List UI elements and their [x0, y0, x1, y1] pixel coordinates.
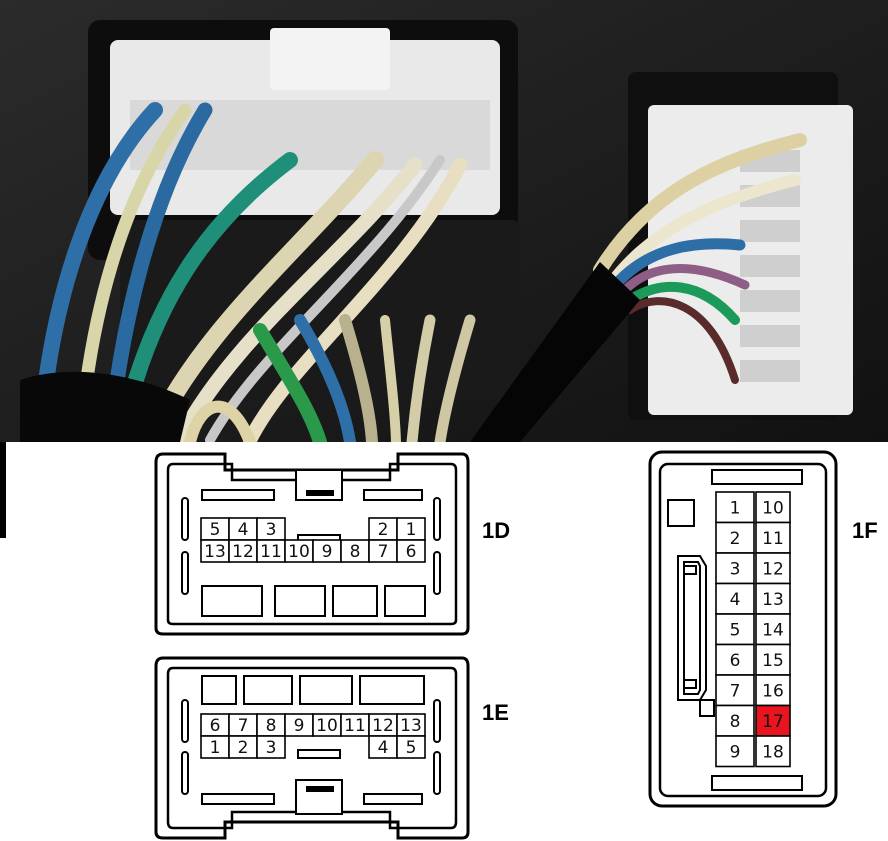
- pin-number: 6: [210, 716, 221, 736]
- pin-number: 13: [762, 590, 784, 610]
- pin-number: 2: [238, 738, 249, 758]
- connector-1f-label: 1F: [852, 518, 878, 543]
- pin-cell: [715, 613, 755, 646]
- pin-number: 12: [232, 542, 254, 562]
- pin-number: 8: [350, 542, 361, 562]
- pin-number: 5: [210, 520, 221, 540]
- pin-number: 9: [322, 542, 333, 562]
- pin-number: 13: [204, 542, 226, 562]
- pin-number: 4: [238, 520, 249, 540]
- pin-number: 7: [378, 542, 389, 562]
- pin-number: 9: [294, 716, 305, 736]
- pin-cell: [715, 521, 755, 554]
- pin-number: 10: [316, 716, 338, 736]
- pin-number: 13: [400, 716, 422, 736]
- pin-cell: [755, 491, 791, 524]
- pin-cell: [755, 674, 791, 707]
- pin-number: 10: [288, 542, 310, 562]
- pin-number: 1: [406, 520, 417, 540]
- pin-number: 14: [762, 620, 784, 640]
- pin-cell: [715, 491, 755, 524]
- pin-number: 9: [730, 742, 741, 762]
- pin-number: 11: [762, 529, 784, 549]
- pin-number: 12: [372, 716, 394, 736]
- pin-number: 3: [266, 738, 277, 758]
- pin-number: 18: [762, 742, 784, 762]
- pin-number: 10: [762, 498, 784, 518]
- pin-cell: [396, 539, 426, 563]
- connector-1e-label: 1E: [482, 700, 509, 725]
- pin-number: 3: [730, 559, 741, 579]
- pin-number: 5: [406, 738, 417, 758]
- pin-cell: [396, 735, 426, 759]
- pin-number: 17: [762, 712, 784, 732]
- pin-cell: [715, 582, 755, 615]
- connector-1d-label: 1D: [482, 518, 510, 543]
- pin-number: 3: [266, 520, 277, 540]
- pin-cell: [755, 613, 791, 646]
- pin-number: 16: [762, 681, 784, 701]
- pin-cell: [715, 674, 755, 707]
- pin-number: 8: [266, 716, 277, 736]
- pin-number: 2: [730, 529, 741, 549]
- pin-number: 7: [238, 716, 249, 736]
- pin-cell: [715, 643, 755, 676]
- pin-number: 12: [762, 559, 784, 579]
- pin-number: 7: [730, 681, 741, 701]
- pin-number: 6: [730, 651, 741, 671]
- pin-number: 8: [730, 712, 741, 732]
- pin-number: 15: [762, 651, 784, 671]
- pin-cell: [755, 521, 791, 554]
- pin-cell: [755, 552, 791, 585]
- pin-cell: [755, 735, 791, 768]
- pin-number: 5: [730, 620, 741, 640]
- pin-cell: [715, 735, 755, 768]
- connector-photo: [0, 0, 888, 442]
- pin-number: 6: [406, 542, 417, 562]
- pin-number: 11: [260, 542, 282, 562]
- pin-number: 1: [730, 498, 741, 518]
- pin-number: 1: [210, 738, 221, 758]
- pin-number: 4: [378, 738, 389, 758]
- pin-number: 11: [344, 716, 366, 736]
- pin-cell: [256, 735, 286, 759]
- pin-number: 2: [378, 520, 389, 540]
- pin-number: 4: [730, 590, 741, 610]
